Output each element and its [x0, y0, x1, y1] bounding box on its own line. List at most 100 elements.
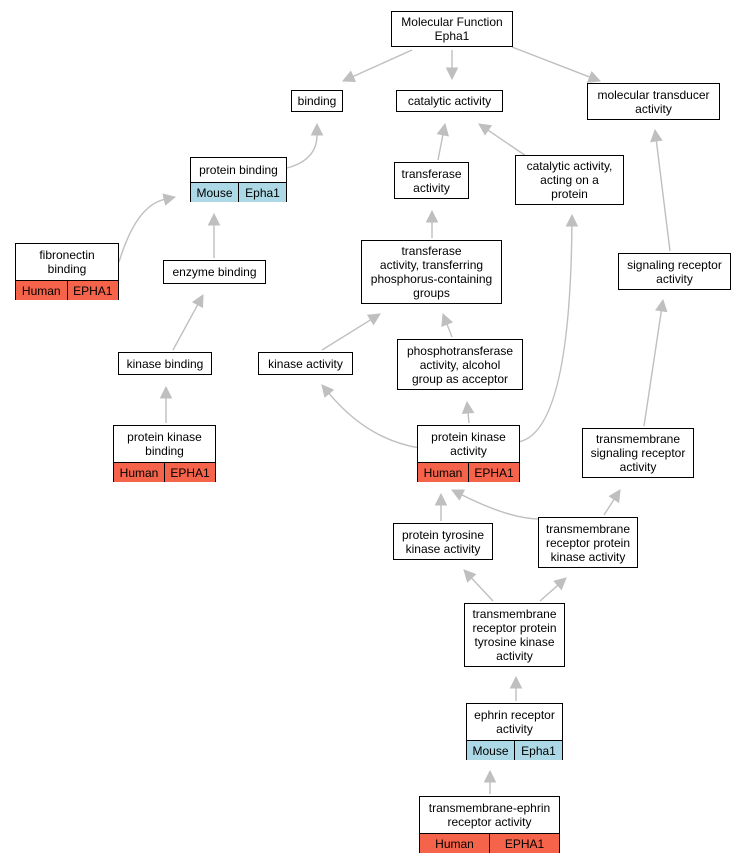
edge-arrowhead [159, 385, 173, 399]
edge-line [655, 140, 671, 252]
edge-arrowhead [445, 67, 459, 81]
edge-line [603, 498, 615, 516]
node-label: protein tyrosine kinase activity [401, 527, 485, 556]
edge-arrowhead [509, 675, 523, 689]
node-transferase-activity[interactable]: transferase activity [394, 162, 469, 199]
edge-line [471, 577, 494, 602]
node-fibronectin-binding[interactable]: fibronectin binding Human EPHA1 [15, 243, 119, 300]
node-signaling-receptor[interactable]: signaling receptor activity [618, 253, 731, 290]
annotation-row: Human EPHA1 [420, 833, 559, 853]
gene-cell[interactable]: EPHA1 [66, 281, 118, 300]
node-label: transmembrane receptor protein tyrosine … [472, 607, 557, 663]
edge-arrowhead [450, 489, 466, 501]
species-cell: Human [420, 834, 489, 853]
edge-line [437, 134, 444, 161]
edge-arrowhead [310, 122, 324, 136]
node-tm-receptor-tyrosine-kinase[interactable]: transmembrane receptor protein tyrosine … [464, 603, 565, 667]
edge-line [328, 392, 421, 449]
node-tm-receptor-protein-kinase[interactable]: transmembrane receptor protein kinase ac… [538, 517, 638, 568]
node-label: transferase activity, transferring phosp… [370, 244, 493, 300]
annotation-row: Human EPHA1 [114, 462, 215, 482]
edge-arrowhead [463, 569, 477, 583]
edge-arrowhead [366, 313, 381, 326]
species-cell: Mouse [467, 741, 514, 760]
annotation-row: Human EPHA1 [16, 280, 118, 300]
gene-cell[interactable]: EPHA1 [164, 463, 215, 482]
edge-line [467, 412, 470, 424]
gene-cell[interactable]: EPHA1 [468, 463, 519, 482]
edge-arrowhead [478, 123, 493, 136]
node-catalytic-activity[interactable]: catalytic activity [396, 90, 503, 112]
annotation-row: Mouse Epha1 [191, 182, 286, 202]
edge-arrowhead [191, 294, 204, 309]
node-tm-ephrin-receptor[interactable]: transmembrane-ephrin receptor activity H… [419, 796, 560, 853]
node-label: transmembrane receptor protein kinase ac… [545, 521, 631, 564]
node-enzyme-binding[interactable]: enzyme binding [163, 260, 266, 284]
annotation-row: Mouse Epha1 [467, 740, 562, 760]
node-tm-signaling-receptor[interactable]: transmembrane signaling receptor activit… [582, 428, 694, 478]
node-binding[interactable]: binding [291, 90, 343, 112]
species-cell: Human [16, 281, 67, 300]
edge-arrowhead [321, 384, 335, 398]
edge-arrowhead [425, 209, 439, 223]
species-cell: Human [114, 463, 164, 482]
node-catalytic-on-protein[interactable]: catalytic activity, acting on a protein [515, 155, 624, 205]
edge-line [511, 46, 590, 78]
annotation-row: Human EPHA1 [418, 462, 519, 482]
edge-arrowhead [441, 312, 454, 328]
node-label: enzyme binding [172, 265, 257, 279]
edge-line [352, 49, 413, 78]
node-protein-binding[interactable]: protein binding Mouse Epha1 [190, 157, 287, 202]
edge-arrowhead [207, 212, 221, 226]
edge-line [517, 225, 573, 443]
edge-arrowhead [655, 298, 668, 313]
node-label: catalytic activity, acting on a protein [526, 159, 613, 201]
node-label: kinase activity [268, 356, 343, 371]
edge-arrowhead [436, 122, 449, 137]
edge-arrowhead [650, 128, 663, 143]
edge-line [643, 310, 663, 427]
node-phosphotransferase[interactable]: phosphotransferase activity, alcohol gro… [397, 339, 523, 390]
node-label: transmembrane-ephrin receptor activity [428, 801, 551, 829]
edge-arrowhead [553, 577, 567, 591]
node-label: transmembrane signaling receptor activit… [590, 432, 686, 474]
edge-arrowhead [341, 70, 357, 83]
node-protein-kinase-activity[interactable]: protein kinase activity Human EPHA1 [417, 425, 520, 482]
node-label: molecular transducer activity [597, 87, 710, 116]
edge-line [172, 304, 199, 351]
gene-cell[interactable]: EPHA1 [489, 834, 559, 853]
species-cell: Mouse [191, 183, 238, 202]
node-label: ephrin receptor activity [474, 708, 555, 736]
node-label: Molecular Function Epha1 [401, 15, 503, 43]
edge-line [539, 584, 559, 602]
edge-arrowhead [434, 492, 448, 506]
node-label: kinase binding [126, 356, 204, 371]
node-label: protein kinase activity [431, 430, 506, 458]
node-label: binding [297, 94, 337, 108]
node-label: catalytic activity [407, 94, 492, 108]
node-kinase-binding[interactable]: kinase binding [118, 352, 212, 375]
edge-line [286, 134, 318, 169]
node-kinase-activity[interactable]: kinase activity [258, 352, 353, 375]
edge-line [321, 319, 372, 351]
node-protein-tyrosine-kinase[interactable]: protein tyrosine kinase activity [393, 523, 493, 560]
node-ephrin-receptor[interactable]: ephrin receptor activity Mouse Epha1 [466, 703, 563, 760]
edge-line [118, 198, 165, 263]
node-molecular-function[interactable]: Molecular Function Epha1 [391, 11, 513, 47]
node-label: transferase activity [401, 166, 462, 195]
node-label: signaling receptor activity [627, 257, 722, 286]
edge-line [487, 129, 527, 157]
node-transferase-phosphorus[interactable]: transferase activity, transferring phosp… [361, 240, 502, 304]
edge-line [446, 323, 453, 338]
node-protein-kinase-binding[interactable]: protein kinase binding Human EPHA1 [113, 425, 216, 482]
gene-cell[interactable]: Epha1 [238, 183, 286, 202]
edge-line [461, 494, 541, 520]
node-label: protein binding [199, 163, 278, 177]
species-cell: Human [418, 463, 468, 482]
node-molecular-transducer[interactable]: molecular transducer activity [587, 83, 720, 120]
gene-cell[interactable]: Epha1 [514, 741, 562, 760]
edge-arrowhead [586, 70, 602, 83]
edge-arrowhead [461, 400, 475, 415]
node-label: fibronectin binding [39, 248, 95, 276]
